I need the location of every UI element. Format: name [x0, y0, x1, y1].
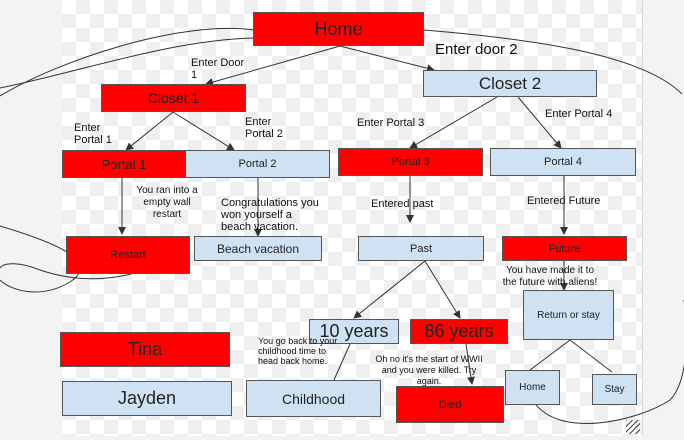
- label-enter-door-1: Enter Door 1: [191, 57, 245, 81]
- node-stay[interactable]: Stay: [592, 374, 637, 405]
- label-go-back-childhood: You go back to your childhood time to he…: [258, 336, 338, 366]
- label-entered-future: Entered Future: [527, 195, 601, 207]
- label-made-it-future: You have made it to the future with alie…: [502, 265, 598, 288]
- node-future[interactable]: Future: [502, 236, 627, 261]
- node-home[interactable]: Home: [253, 12, 424, 46]
- label-enter-door-2: Enter door 2: [435, 41, 518, 58]
- node-restart[interactable]: Restart: [66, 236, 190, 274]
- label-entered-past: Entered past: [371, 198, 434, 210]
- node-closet-1[interactable]: Closet 1: [101, 84, 246, 112]
- node-closet-2[interactable]: Closet 2: [423, 70, 597, 97]
- node-portal-1[interactable]: Portal 1: [62, 150, 186, 178]
- node-10-years[interactable]: 10 years: [309, 319, 399, 344]
- label-enter-portal-2: Enter Portal 2: [245, 116, 283, 140]
- resize-handle[interactable]: [626, 420, 640, 434]
- label-start-wwii: Oh no it's the start of WWII and you wer…: [375, 354, 483, 386]
- node-portal-2[interactable]: Portal 2: [185, 150, 330, 178]
- node-died[interactable]: Died: [396, 386, 504, 423]
- node-beach-vacation[interactable]: Beach vacation: [194, 236, 322, 261]
- node-portal-4[interactable]: Portal 4: [490, 148, 636, 176]
- label-ran-into-wall: You ran into a empty wall restart: [136, 185, 198, 220]
- node-home-end[interactable]: Home: [505, 370, 560, 405]
- node-past[interactable]: Past: [358, 236, 484, 261]
- node-childhood[interactable]: Childhood: [246, 380, 381, 417]
- label-congratulations: Congratulations you won yourself a beach…: [221, 197, 319, 233]
- node-jayden[interactable]: Jayden: [62, 381, 232, 416]
- node-return-or-stay[interactable]: Return or stay: [523, 290, 614, 340]
- label-enter-portal-4: Enter Portal 4: [545, 108, 613, 120]
- node-86-years[interactable]: 86 years: [410, 319, 508, 344]
- label-enter-portal-1: Enter Portal 1: [74, 122, 112, 146]
- label-enter-portal-3: Enter Portal 3: [357, 117, 425, 129]
- node-tina[interactable]: Tina: [60, 332, 230, 367]
- node-portal-3[interactable]: Portal 3: [338, 148, 483, 176]
